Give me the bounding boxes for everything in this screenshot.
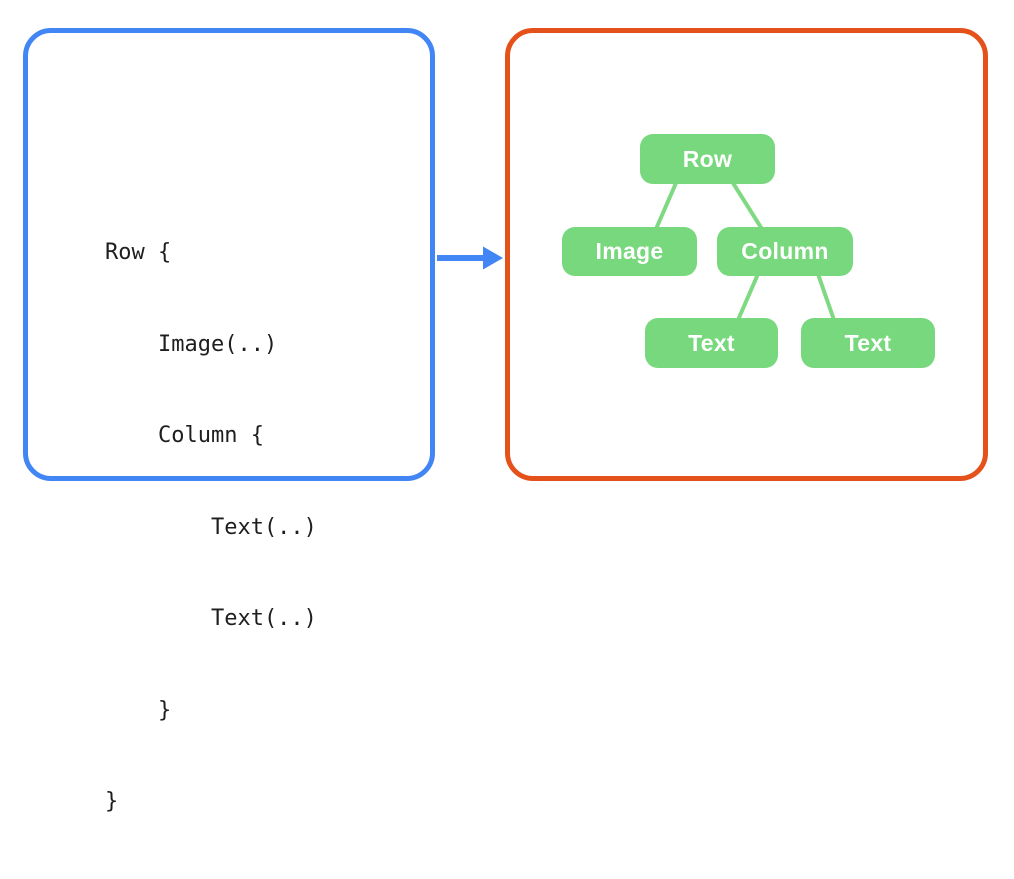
- tree-node-label: Column: [741, 238, 829, 264]
- tree-node-text-1: Text: [645, 318, 778, 368]
- code-line: Row {: [105, 240, 172, 265]
- code-line: Image(..): [105, 331, 278, 357]
- tree-edges: [654, 181, 836, 321]
- code-block: Row { Image(..) Column { Text(..) Text(.…: [105, 177, 317, 879]
- diagram-connectors: [437, 181, 836, 321]
- tree-node-row: Row: [640, 134, 775, 184]
- code-line: }: [105, 789, 119, 814]
- code-line: }: [105, 697, 172, 723]
- edge-row-column: [731, 181, 764, 231]
- edge-column-text-1: [736, 273, 760, 321]
- arrow-right-icon: [437, 246, 503, 270]
- tree-node-label: Row: [682, 145, 733, 172]
- tree-node-label: Text: [688, 329, 735, 356]
- compose-code-to-tree-diagram: Row { Image(..) Column { Text(..) Text(.…: [23, 28, 988, 814]
- edge-column-text-2: [816, 273, 836, 321]
- code-line: Text(..): [105, 514, 317, 540]
- tree-node-column: Column: [717, 227, 853, 276]
- tree-node-image: Image: [562, 227, 697, 276]
- tree-node-label: Text: [844, 329, 892, 356]
- edge-row-image: [654, 182, 678, 230]
- code-line: Text(..): [105, 606, 317, 631]
- tree-node-text-2: Text: [801, 318, 935, 368]
- code-line: Column {: [105, 423, 264, 448]
- tree-node-label: Image: [595, 238, 664, 264]
- code-panel: [23, 28, 435, 481]
